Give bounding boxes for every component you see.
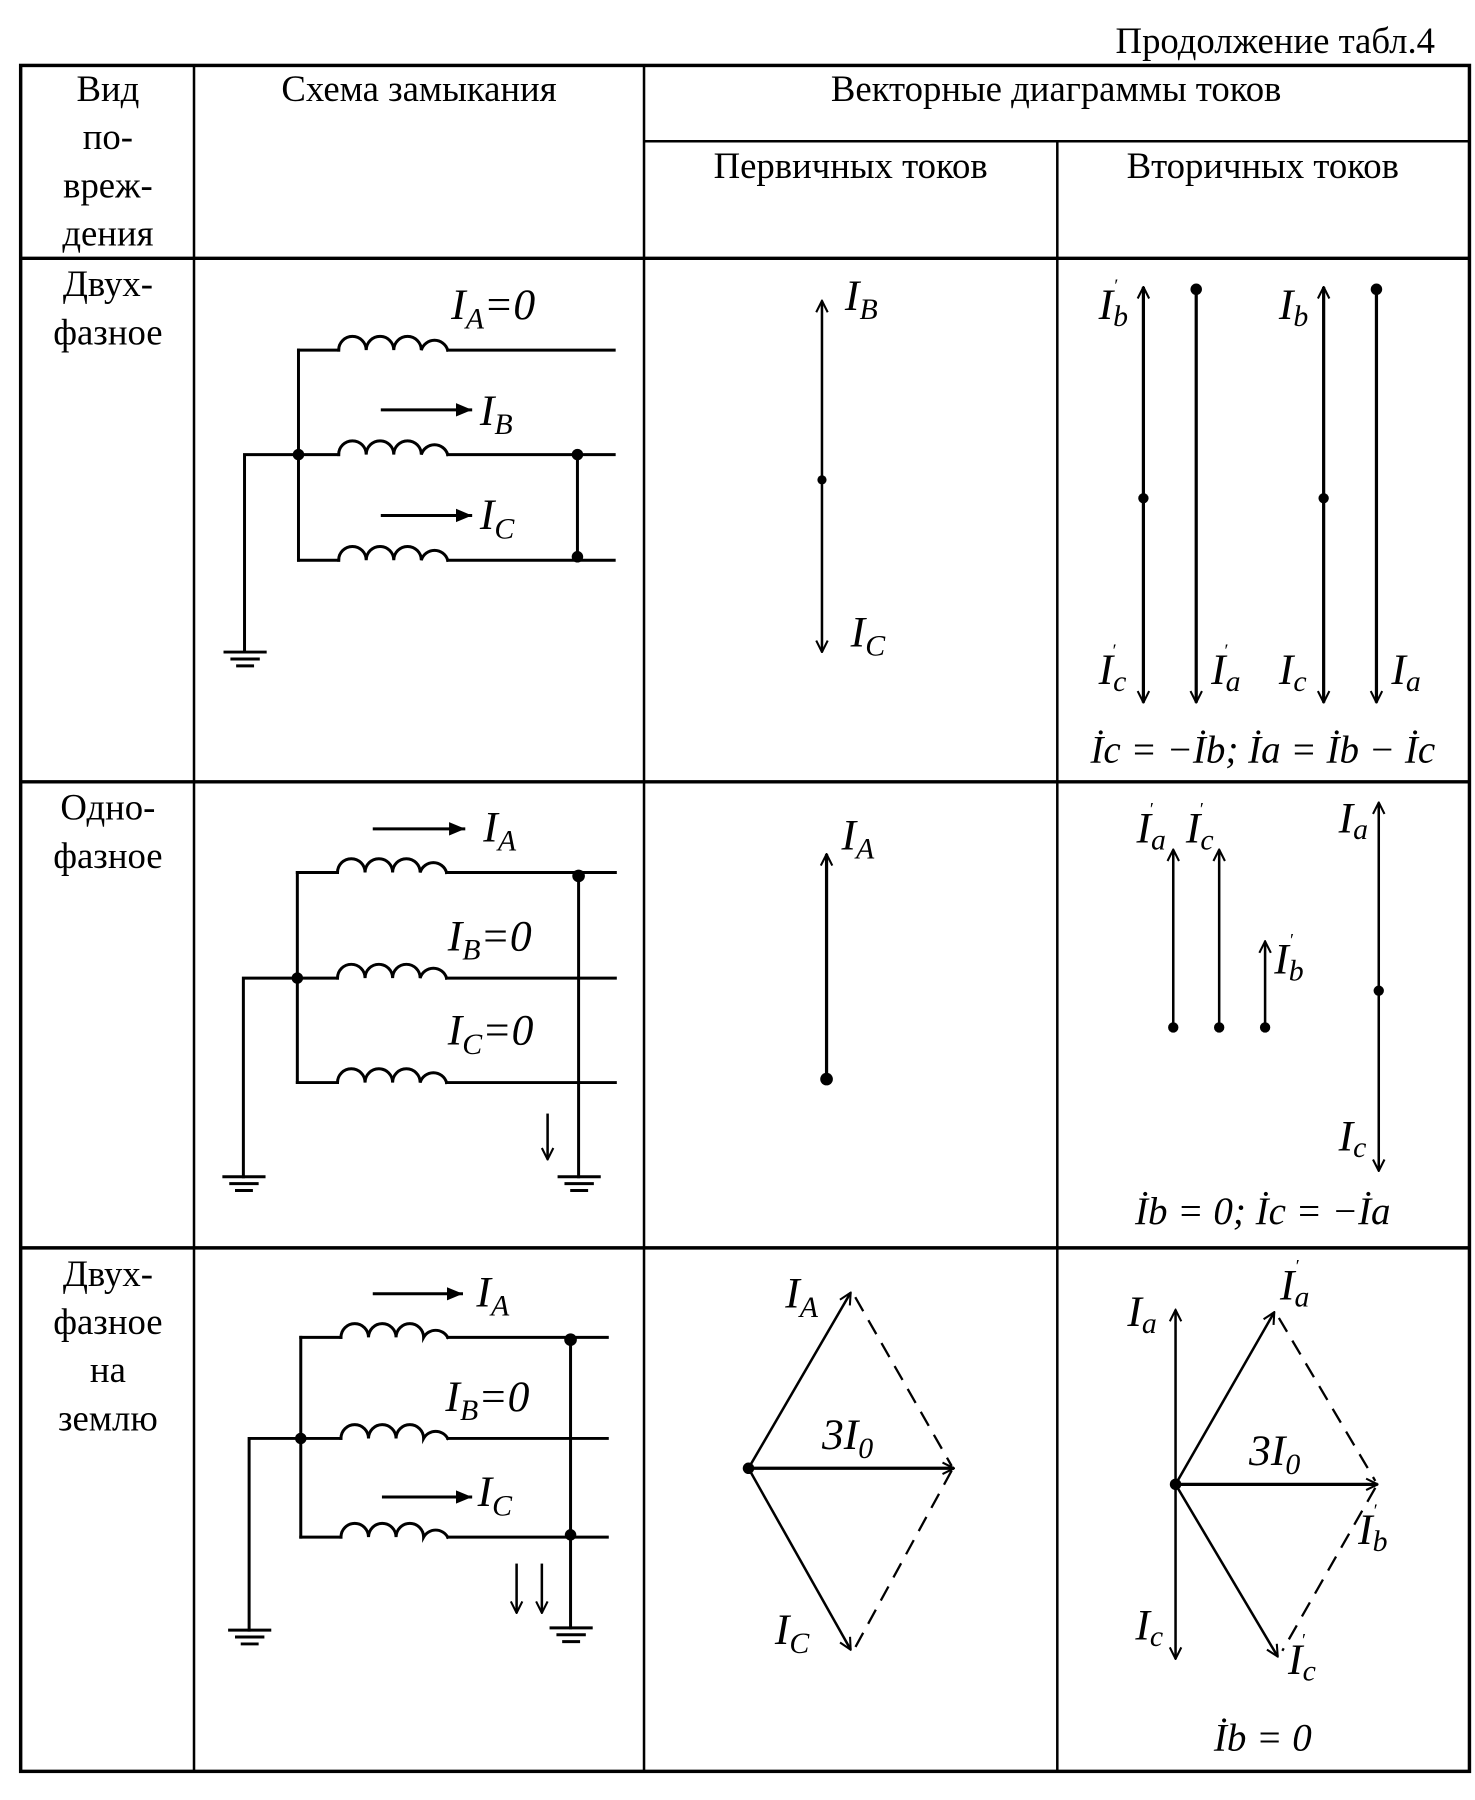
- label-ia: IA: [475, 1268, 510, 1322]
- ground-icon: [228, 1628, 272, 1646]
- label-ib-prime: Ib′: [1273, 930, 1304, 987]
- coil-c: [337, 544, 450, 563]
- label-ia: IA: [482, 803, 517, 857]
- primary-vector-diagram: IA IC 3I0: [742, 1270, 954, 1660]
- label-ic: IC: [479, 491, 516, 545]
- header-primary: Первичных токов: [714, 145, 988, 186]
- relation-equation: İb = 0; İc = −İa: [1134, 1190, 1391, 1233]
- label-ic-prime: Ic′: [1185, 799, 1214, 856]
- secondary-vector-diagram: Ib′ Ib Ic′ Ia′ Ic Ia İc = −İb; İa = İb −…: [1089, 276, 1435, 772]
- label-ib: IB: [844, 272, 878, 326]
- coil-a: [336, 857, 449, 875]
- label-ia-prime: Ia′: [1279, 1256, 1309, 1313]
- relation-equation: İb = 0: [1213, 1717, 1312, 1760]
- label-ia-prime: Ia′: [1210, 641, 1240, 698]
- label-ic: Ic: [1134, 1601, 1163, 1653]
- label-ic: Ic: [1338, 1112, 1367, 1164]
- ground-icon: [549, 1626, 593, 1644]
- relation-equation: İc = −İb; İa = İb − İc: [1089, 728, 1435, 771]
- label-ia: IA: [784, 1270, 819, 1324]
- coil-b: [337, 439, 450, 457]
- label-ic-prime: Ic′: [1098, 641, 1127, 698]
- label-3i0: 3I0: [821, 1411, 873, 1465]
- row-single-phase: Одно- фазное IA IB=0 IC=0: [53, 787, 1390, 1233]
- header-damage-type: Вид по- вреж- дения: [62, 68, 153, 254]
- damage-type-line: фазное: [53, 1301, 162, 1342]
- header-scheme: Схема замыкания: [281, 68, 556, 109]
- label-ia: Ia: [1338, 794, 1368, 846]
- fault-scheme: IA IB=0 IC: [228, 1268, 609, 1646]
- header-secondary: Вторичных токов: [1127, 145, 1399, 186]
- fault-scheme: IA=0 IB IC: [223, 281, 616, 668]
- secondary-vector-diagram: Ia Ic Ia′ Ib′ Ic′ 3I0 İb = 0: [1126, 1256, 1387, 1760]
- label-ib-prime: Ib′: [1357, 1501, 1388, 1558]
- header-line: дения: [62, 213, 153, 254]
- label-ib: IB=0: [447, 913, 532, 967]
- coil-b: [336, 962, 449, 980]
- label-ia: Ia: [1390, 646, 1420, 698]
- header-line: Вид: [76, 68, 139, 109]
- damage-type-line: землю: [58, 1397, 158, 1438]
- coil-c: [336, 1067, 449, 1085]
- fault-scheme: IA IB=0 IC=0: [222, 803, 617, 1192]
- coil-a: [337, 334, 450, 352]
- header-line: вреж-: [63, 164, 153, 205]
- secondary-vector-diagram: Ia′ Ic′ Ib′ Ia Ic İb = 0; İc = −İa: [1134, 794, 1391, 1232]
- label-ia: IA: [840, 812, 875, 866]
- coil-c: [339, 1521, 450, 1543]
- label-ic: IC: [850, 608, 887, 662]
- label-ic: IC=0: [447, 1007, 534, 1061]
- row-two-phase: Двух- фазное IA=0 IB IC: [53, 263, 1435, 771]
- coil-a: [339, 1322, 450, 1344]
- ground-icon: [223, 650, 267, 668]
- damage-type-line: фазное: [53, 311, 162, 352]
- ground-icon: [222, 1175, 266, 1192]
- primary-vector-diagram: IA: [820, 812, 875, 1086]
- label-3i0: 3I0: [1248, 1427, 1300, 1481]
- label-ia-prime: Ia′: [1136, 799, 1166, 856]
- header-line: по-: [83, 116, 133, 157]
- label-ic: IC: [774, 1606, 811, 1660]
- label-ic-prime: Ic′: [1287, 1630, 1316, 1687]
- primary-vector-diagram: IB IC: [817, 272, 886, 663]
- row-two-phase-to-ground: Двух- фазное на землю: [53, 1253, 1387, 1760]
- header-vector-diagrams: Векторные диаграммы токов: [831, 68, 1282, 109]
- damage-type-line: Одно-: [60, 787, 155, 828]
- table-grid: [18, 63, 1472, 1774]
- label-ia: IA=0: [450, 281, 535, 335]
- label-ib: IB: [479, 387, 513, 441]
- label-ib-prime: Ib′: [1098, 276, 1129, 333]
- damage-type-line: фазное: [53, 835, 162, 876]
- label-ib: IB=0: [444, 1373, 529, 1427]
- damage-type-line: Двух-: [63, 1253, 153, 1294]
- damage-type-line: Двух-: [63, 263, 153, 304]
- label-ic: IC: [477, 1468, 514, 1522]
- label-ic: Ic: [1278, 646, 1307, 698]
- table-caption: Продолжение табл.4: [1116, 20, 1435, 61]
- label-ia: Ia: [1126, 1288, 1156, 1340]
- ground-icon: [557, 1175, 601, 1192]
- coil-b: [339, 1423, 450, 1445]
- damage-type-line: на: [90, 1349, 126, 1390]
- label-ib: Ib: [1278, 281, 1309, 333]
